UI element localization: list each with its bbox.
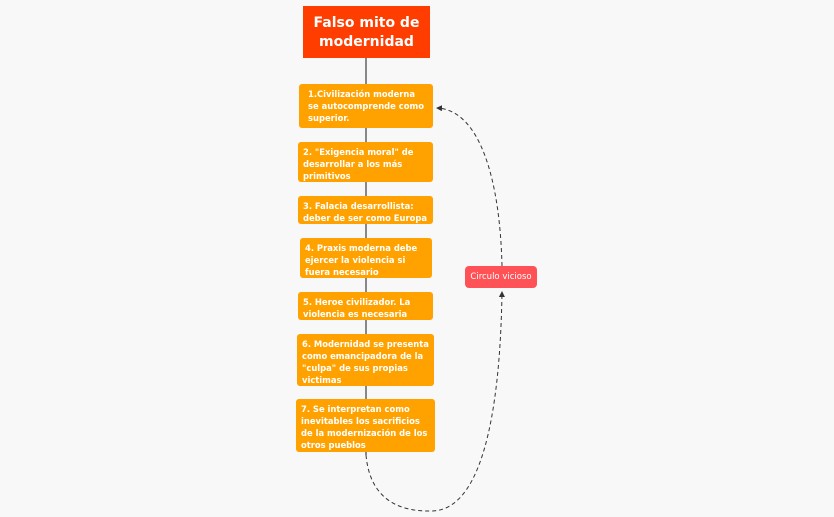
step-2[interactable]: 2. "Exigencia moral" de desarrollar a lo…: [298, 142, 433, 182]
root-topic[interactable]: Falso mito de modernidad: [303, 6, 430, 58]
step-6[interactable]: 6. Modernidad se presenta como emancipad…: [297, 334, 434, 386]
step-4[interactable]: 4. Praxis moderna debe ejercer la violen…: [300, 238, 432, 278]
dashed-loop-top: [436, 105, 503, 267]
dashed-loop-bottom: [365, 291, 505, 512]
step-1[interactable]: 1.Civilización moderna se autocomprende …: [299, 84, 433, 128]
step-7[interactable]: 7. Se interpretan como inevitables los s…: [296, 399, 435, 452]
circulo-vicioso-label[interactable]: Circulo vicioso: [465, 266, 537, 288]
step-5[interactable]: 5. Heroe civilizador. La violencia es ne…: [298, 292, 433, 320]
step-3[interactable]: 3. Falacia desarrollista: deber de ser c…: [298, 196, 433, 224]
